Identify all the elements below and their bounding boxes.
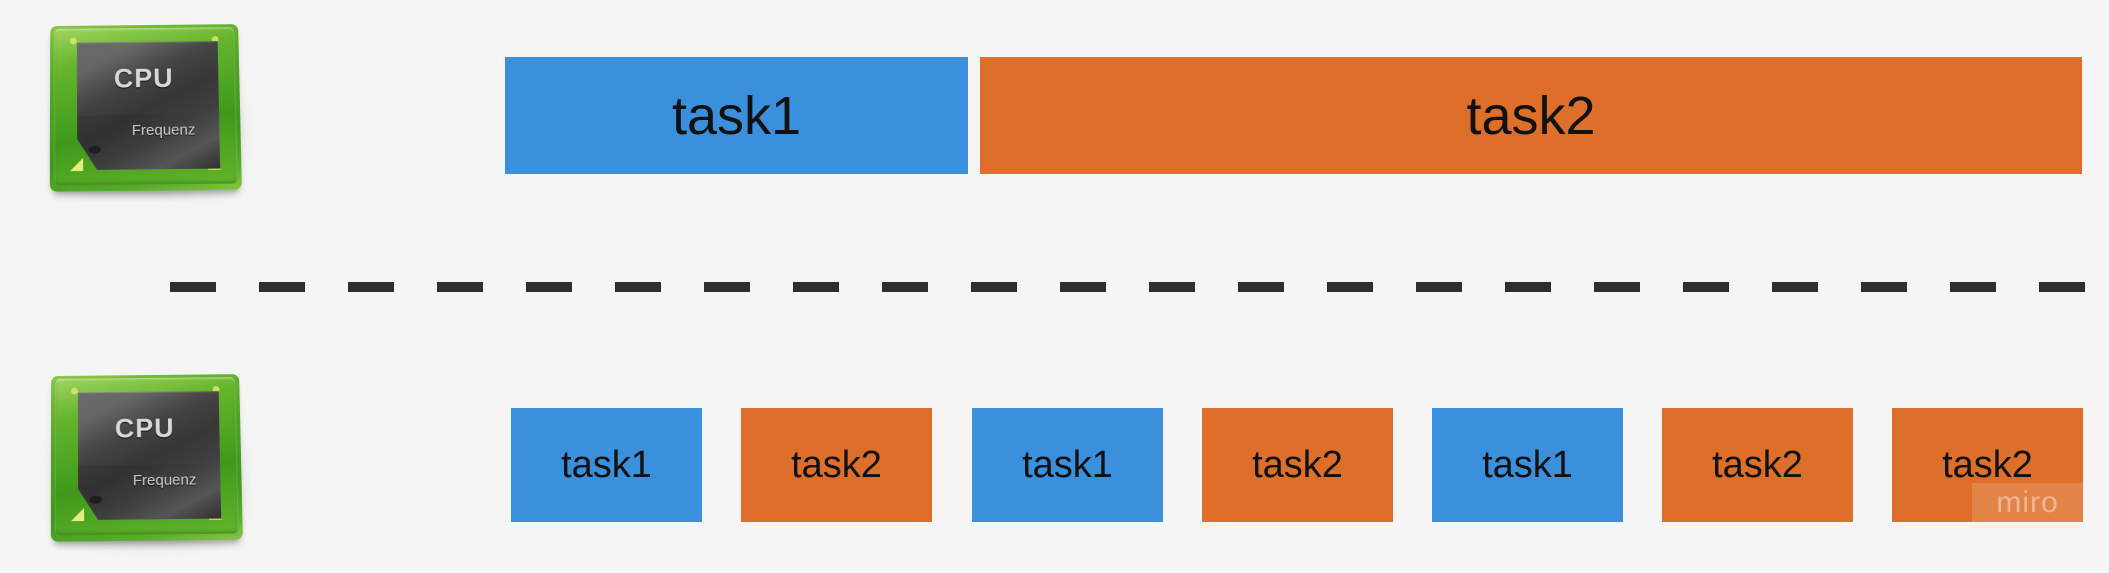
cpu-pin-one-marker xyxy=(89,495,102,504)
dashed-divider xyxy=(170,282,2087,292)
cpu-substrate: CPU Frequenz xyxy=(49,24,242,192)
cpu-label-text: CPU xyxy=(113,63,174,94)
task-block-label: task2 xyxy=(1942,444,2033,486)
time-slice-task-block[interactable]: task2 xyxy=(1892,408,2083,522)
time-slice-task-block[interactable]: task1 xyxy=(511,408,702,522)
sequential-task-block[interactable]: task2 xyxy=(980,57,2082,174)
task-block-label: task2 xyxy=(1712,444,1803,486)
task-block-label: task2 xyxy=(791,444,882,486)
cpu-label-text: CPU xyxy=(114,413,175,444)
cpu-substrate-inner: CPU Frequenz xyxy=(54,377,239,536)
cpu-frequency-text: Frequenz xyxy=(132,471,197,490)
cpu-substrate: CPU Frequenz xyxy=(50,374,243,542)
cpu-pin-one-marker xyxy=(88,145,101,154)
sequential-task-block[interactable]: task1 xyxy=(505,57,968,174)
time-slice-task-block[interactable]: task2 xyxy=(1662,408,1853,522)
cpu-frequency-text: Frequenz xyxy=(131,121,196,140)
task-block-label: task2 xyxy=(1466,85,1596,146)
time-slice-task-block[interactable]: task1 xyxy=(1432,408,1623,522)
cpu-icon-top: CPU Frequenz xyxy=(42,22,253,201)
time-slice-task-block[interactable]: task1 xyxy=(972,408,1163,522)
task-block-label: task1 xyxy=(1022,444,1113,486)
cpu-die: CPU Frequenz xyxy=(77,41,220,170)
cpu-icon-bottom: CPU Frequenz xyxy=(43,372,254,551)
task-block-label: task1 xyxy=(1482,444,1573,486)
task-block-label: task1 xyxy=(561,444,652,486)
cpu-corner-marker-tl xyxy=(70,387,78,395)
cpu-corner-marker-tl xyxy=(69,37,77,45)
time-slice-task-block[interactable]: task2 xyxy=(1202,408,1393,522)
cpu-corner-marker-bl xyxy=(71,507,85,522)
task-block-label: task1 xyxy=(671,85,802,146)
task-block-label: task2 xyxy=(1252,444,1343,486)
cpu-die: CPU Frequenz xyxy=(78,391,221,520)
time-slice-task-block[interactable]: task2 xyxy=(741,408,932,522)
cpu-corner-marker-bl xyxy=(70,157,84,172)
cpu-substrate-inner: CPU Frequenz xyxy=(53,27,238,186)
